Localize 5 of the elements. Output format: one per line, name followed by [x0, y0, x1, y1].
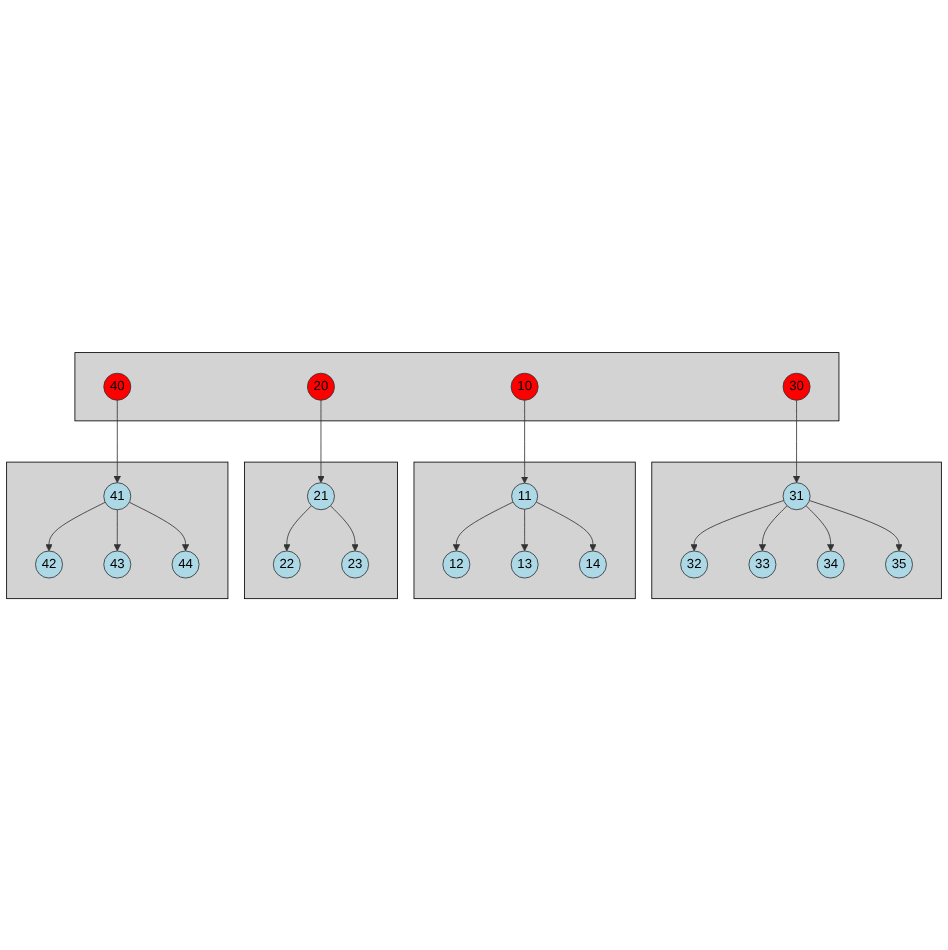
cluster — [74, 351, 840, 421]
cluster — [6, 461, 229, 599]
cluster — [244, 461, 398, 599]
cluster — [651, 461, 942, 599]
cluster — [413, 461, 636, 599]
